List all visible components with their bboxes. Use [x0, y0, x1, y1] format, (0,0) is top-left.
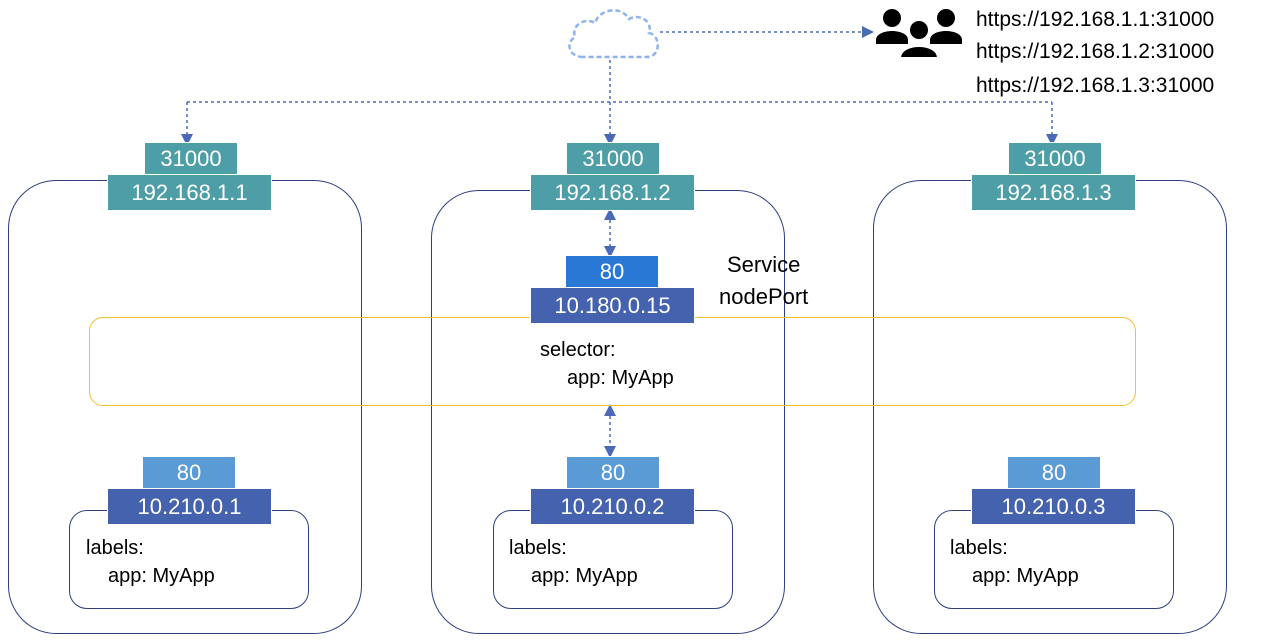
cloud-icon	[568, 9, 659, 59]
pod-ip-3: 10.210.0.3	[971, 488, 1136, 525]
url-node2[interactable]: https://192.168.1.2:31000	[976, 40, 1215, 63]
users-icon	[876, 9, 962, 58]
pod-label-1: app: MyApp	[108, 565, 215, 587]
url-node3[interactable]: https://192.168.1.3:31000	[976, 74, 1215, 97]
node-ip-2: 192.168.1.2	[530, 174, 695, 211]
pod-label-3: app: MyApp	[972, 565, 1079, 587]
service-title-line1: Service	[727, 252, 801, 277]
node-port-2: 31000	[566, 142, 660, 176]
pod-label-2: app: MyApp	[531, 565, 638, 587]
pod-port-3: 80	[1007, 456, 1101, 490]
service-selector-title: selector:	[540, 339, 616, 361]
node-port-1: 31000	[144, 142, 238, 176]
service-cluster-ip: 10.180.0.15	[530, 287, 695, 324]
pod-ip-2: 10.210.0.2	[530, 488, 695, 525]
service-selector-value: app: MyApp	[567, 367, 674, 389]
pod-ip-1: 10.210.0.1	[107, 488, 272, 525]
node-ip-3: 192.168.1.3	[971, 174, 1136, 211]
pod-port-2: 80	[566, 456, 660, 490]
node-ip-1: 192.168.1.1	[107, 174, 272, 211]
service-port: 80	[565, 255, 659, 289]
node-port-3: 31000	[1008, 142, 1102, 176]
pod-labels-title-2: labels:	[509, 537, 567, 559]
service-title-line2: nodePort	[719, 284, 809, 309]
pod-labels-title-3: labels:	[950, 537, 1008, 559]
url-node1[interactable]: https://192.168.1.1:31000	[976, 8, 1215, 31]
pod-port-1: 80	[142, 456, 236, 490]
pod-labels-title-1: labels:	[86, 537, 144, 559]
